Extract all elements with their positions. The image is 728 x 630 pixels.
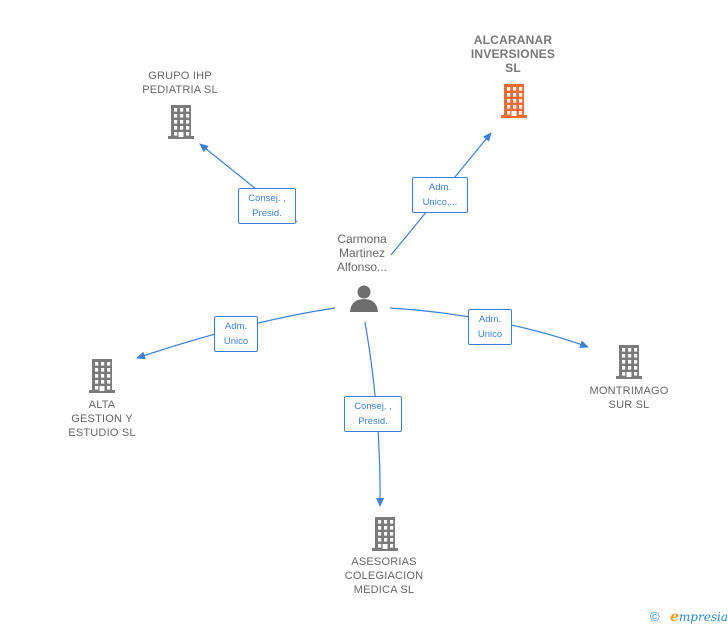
company-label-alcaranar[interactable]: ALCARANAR INVERSIONES SL	[470, 33, 556, 75]
role-line: Unico	[223, 336, 249, 347]
brand-rest: mpresia	[678, 610, 728, 624]
empresia-logo[interactable]: empresia	[670, 609, 728, 625]
role-line: Unico	[477, 329, 503, 340]
company-label-montrimago[interactable]: MONTRIMAGO SUR SL	[589, 385, 669, 411]
building-icon-alcaranar[interactable]	[501, 84, 527, 118]
center-person-label[interactable]: Carmona Martinez Alfonso...	[322, 232, 402, 274]
copyright-icon: ©	[650, 609, 660, 624]
role-line: Consej. ,	[248, 193, 286, 204]
company-label-alta-gestion[interactable]: ALTA GESTION Y ESTUDIO SL	[68, 399, 136, 439]
role-box-alta-gestion[interactable]: Adm. Unico	[214, 316, 258, 352]
role-line: Unico,...	[422, 197, 458, 208]
company-label-grupo-ihp[interactable]: GRUPO IHP PEDIATRIA SL	[142, 70, 218, 96]
role-box-asesorias[interactable]: Consej. , Presid.	[344, 396, 402, 432]
center-name-line-2: Martinez	[338, 246, 385, 260]
company-label-asesorias[interactable]: ASESORIAS COLEGIACION MEDICA SL	[344, 556, 424, 596]
role-line: Presid.	[252, 208, 282, 219]
role-line: Consej. ,	[354, 401, 392, 412]
role-line: Adm.	[428, 182, 452, 193]
building-icon-asesorias[interactable]	[372, 517, 398, 551]
role-box-grupo-ihp[interactable]: Consej. , Presid.	[238, 188, 296, 224]
brand-initial: e	[670, 609, 679, 625]
role-box-alcaranar[interactable]: Adm. Unico,...	[412, 177, 468, 213]
role-line: Presid.	[358, 416, 388, 427]
building-icon-grupo-ihp[interactable]	[168, 105, 194, 139]
person-icon[interactable]	[350, 285, 378, 313]
center-name-line-1: Carmona	[337, 232, 387, 246]
role-line: Adm.	[224, 321, 248, 332]
role-line: Adm.	[478, 314, 502, 325]
role-box-montrimago[interactable]: Adm. Unico	[468, 309, 512, 345]
building-icon-montrimago[interactable]	[616, 345, 642, 379]
building-icon-alta-gestion[interactable]	[89, 359, 115, 393]
center-name-line-3: Alfonso...	[336, 260, 388, 274]
